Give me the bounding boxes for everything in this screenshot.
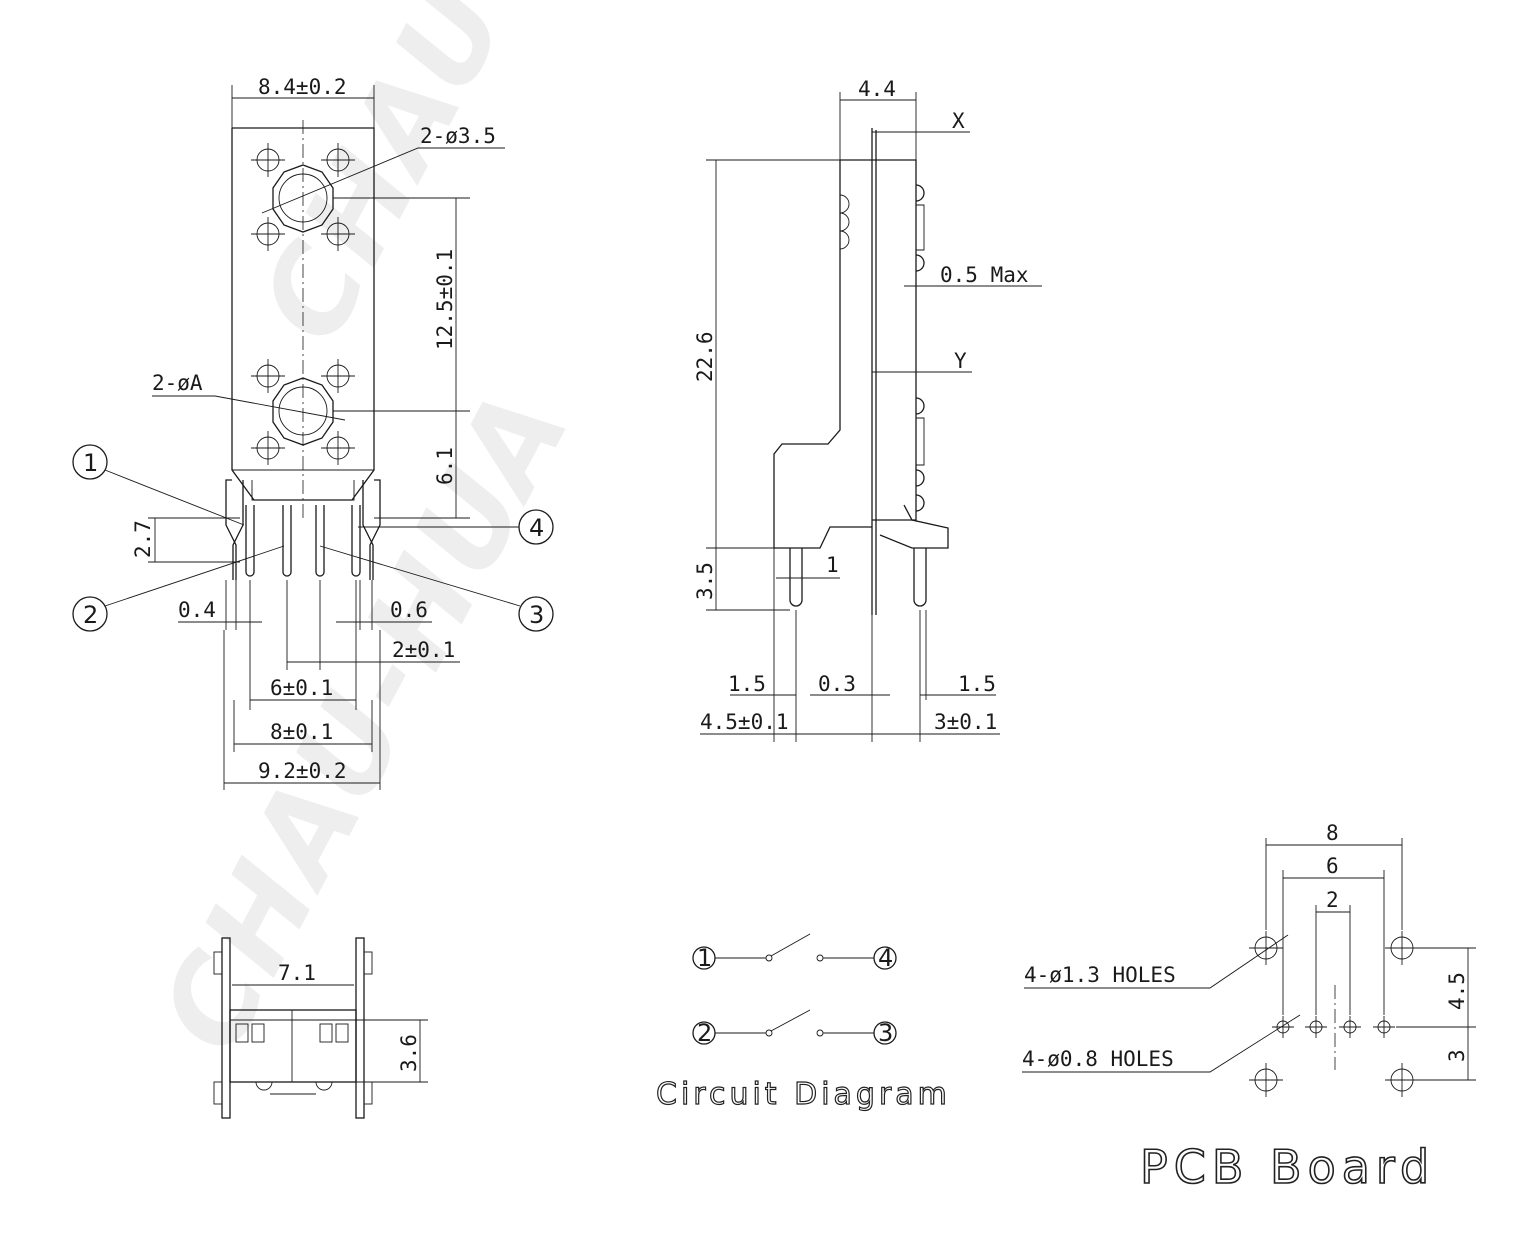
dim-left-offset: 1.5	[728, 672, 766, 696]
pcb-large-holes: 4-ø1.3 HOLES	[1024, 963, 1176, 987]
circuit-pin-2: 2	[697, 1019, 712, 1047]
watermark-lower: CHAU-HUA	[133, 365, 597, 1073]
dim-overall-width: 9.2±0.2	[258, 759, 347, 783]
pcb-dim-v-lower: 3	[1445, 1049, 1469, 1062]
dim-lower-to-bottom: 6.1	[433, 447, 457, 485]
dim-left-span: 4.5±0.1	[700, 710, 789, 734]
pin-label-2: 2	[83, 601, 98, 629]
dim-outer-pitch: 8±0.1	[270, 720, 333, 744]
circuit-pin-1: 1	[697, 944, 712, 972]
pcb-title: PCB Board	[1140, 1140, 1435, 1194]
watermark-upper: CHAU-HUA	[233, 0, 697, 363]
pcb-dim-mid: 6	[1326, 854, 1339, 878]
pcb-dim-inner: 2	[1326, 888, 1339, 912]
dim-pin-length: 3.5	[693, 562, 717, 600]
pcb-dim-v-upper: 4.5	[1445, 972, 1469, 1010]
dim-pin-height: 2.7	[131, 520, 155, 558]
front-view: 8.4±0.2 2-ø3.5 12.5±0.1 2-øA 6.1 2.7 0.4…	[72, 75, 554, 790]
pcb-dim-outer: 8	[1326, 821, 1339, 845]
dim-bottom-height: 3.6	[397, 1034, 421, 1072]
dim-depth-top: 4.4	[858, 77, 896, 101]
pcb-small-holes: 4-ø0.8 HOLES	[1022, 1047, 1174, 1071]
dim-inner-width: 7.1	[278, 961, 316, 985]
front-pins	[245, 505, 361, 577]
dim-pin-pitch: 2±0.1	[392, 638, 455, 662]
dim-overall-height: 22.6	[693, 331, 717, 382]
dim-inner-pitch: 6±0.1	[270, 676, 333, 700]
circuit-pin-3: 3	[878, 1019, 893, 1047]
dim-gap: 0.3	[818, 672, 856, 696]
label-y: Y	[954, 349, 967, 373]
dim-hole-a: 2-øA	[152, 371, 203, 395]
circuit-title: Circuit Diagram	[656, 1077, 951, 1112]
circuit-diagram: 1 4 2 3 Circuit Diagram	[655, 933, 951, 1113]
dim-pin-thickness-right: 0.6	[390, 598, 428, 622]
pin-label-4: 4	[529, 514, 544, 542]
side-view: 4.4 X 22.6 0.5 Max Y 3.5 1 1.5 0.3 1.5	[693, 77, 1042, 742]
dim-right-span: 3±0.1	[934, 710, 997, 734]
pcb-board: 8 6 2 4.5 3 4-ø1.3 HOLES 4-ø0.8 HOLES PC…	[1022, 821, 1476, 1195]
dim-pin-width: 1	[826, 553, 839, 577]
dim-width-top: 8.4±0.2	[258, 75, 347, 99]
bottom-view: 7.1 3.6	[213, 937, 428, 1119]
dim-right-offset: 1.5	[958, 672, 996, 696]
dim-pin-thickness-left: 0.4	[178, 598, 216, 622]
dim-mount-holes: 2-ø3.5	[420, 124, 496, 148]
dim-pitch-vertical: 12.5±0.1	[433, 249, 457, 350]
dim-max-offset: 0.5 Max	[940, 263, 1029, 287]
pin-label-1: 1	[83, 449, 98, 477]
pin-callouts: 1 2 3 4	[72, 444, 554, 632]
watermark-group: CHAU-HUA CHAU-HUA	[133, 0, 697, 1073]
label-x: X	[952, 109, 965, 133]
pin-label-3: 3	[529, 601, 544, 629]
circuit-pin-4: 4	[878, 944, 893, 972]
